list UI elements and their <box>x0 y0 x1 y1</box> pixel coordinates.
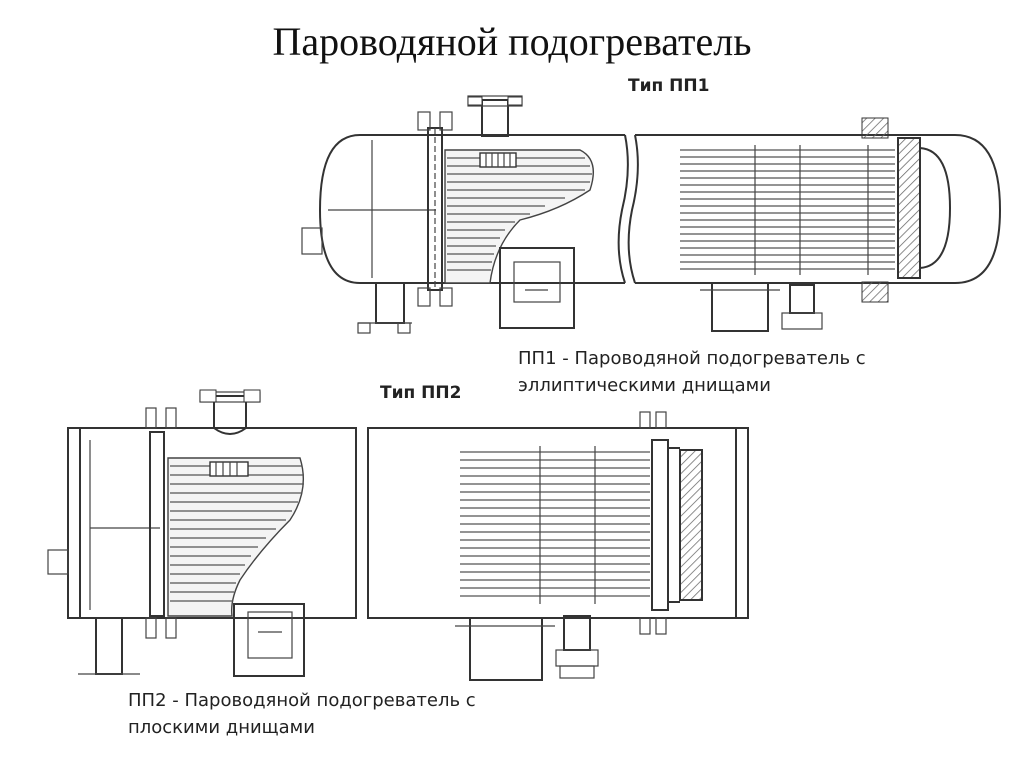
pp2-caption-line1: ПП2 - Пароводяной подогреватель с <box>128 690 476 711</box>
pp2-condensate-box <box>233 603 305 677</box>
pp1-heater <box>301 95 1002 334</box>
pp2-floating-head <box>651 439 669 611</box>
pp1-left-shell <box>318 134 625 284</box>
pp1-floating-head <box>897 137 921 279</box>
pp1-caption: ПП1 - Пароводяной подогреватель с эллипт… <box>518 345 866 399</box>
pp1-steam-inlet <box>481 99 509 137</box>
pp1-side-nozzle <box>301 227 323 255</box>
pp1-tubes-left <box>447 157 592 271</box>
pp2-heater <box>47 389 749 681</box>
pp1-type-label: Тип ПП1 <box>628 76 710 96</box>
pp2-tubes-right <box>460 451 650 597</box>
pp2-steam-inlet <box>213 395 247 435</box>
pp2-support-left <box>95 617 123 675</box>
pp2-caption-line2: плоскими днищами <box>128 717 315 738</box>
pp2-bottom-nozzle <box>563 615 591 651</box>
pp2-caption: ПП2 - Пароводяной подогреватель с плоски… <box>128 687 476 741</box>
page-title: Пароводяной подогреватель <box>272 19 752 64</box>
pp1-caption-line1: ПП1 - Пароводяной подогреватель с <box>518 348 866 369</box>
pp1-support-right <box>711 282 769 332</box>
pp1-break-line-left <box>617 134 629 284</box>
pp2-side-nozzle <box>47 549 69 575</box>
pp2-right-shell <box>367 427 749 619</box>
pp2-type-label: Тип ПП2 <box>380 383 462 403</box>
pp1-right-shell <box>635 134 1002 284</box>
pp2-tube-sheet <box>149 431 165 617</box>
pp1-cutaway-left <box>444 149 594 284</box>
pp1-support-left <box>375 282 405 324</box>
pp2-left-shell <box>67 427 357 619</box>
pp1-bottom-nozzle <box>789 284 815 314</box>
pp2-support-right <box>469 617 543 681</box>
pp2-cutaway-left <box>167 457 305 617</box>
pp1-break-line-right <box>627 134 639 284</box>
pp1-caption-line2: эллиптическими днищами <box>518 375 771 396</box>
pp1-condensate-box <box>499 247 575 329</box>
pp1-tubes-right <box>680 149 895 270</box>
